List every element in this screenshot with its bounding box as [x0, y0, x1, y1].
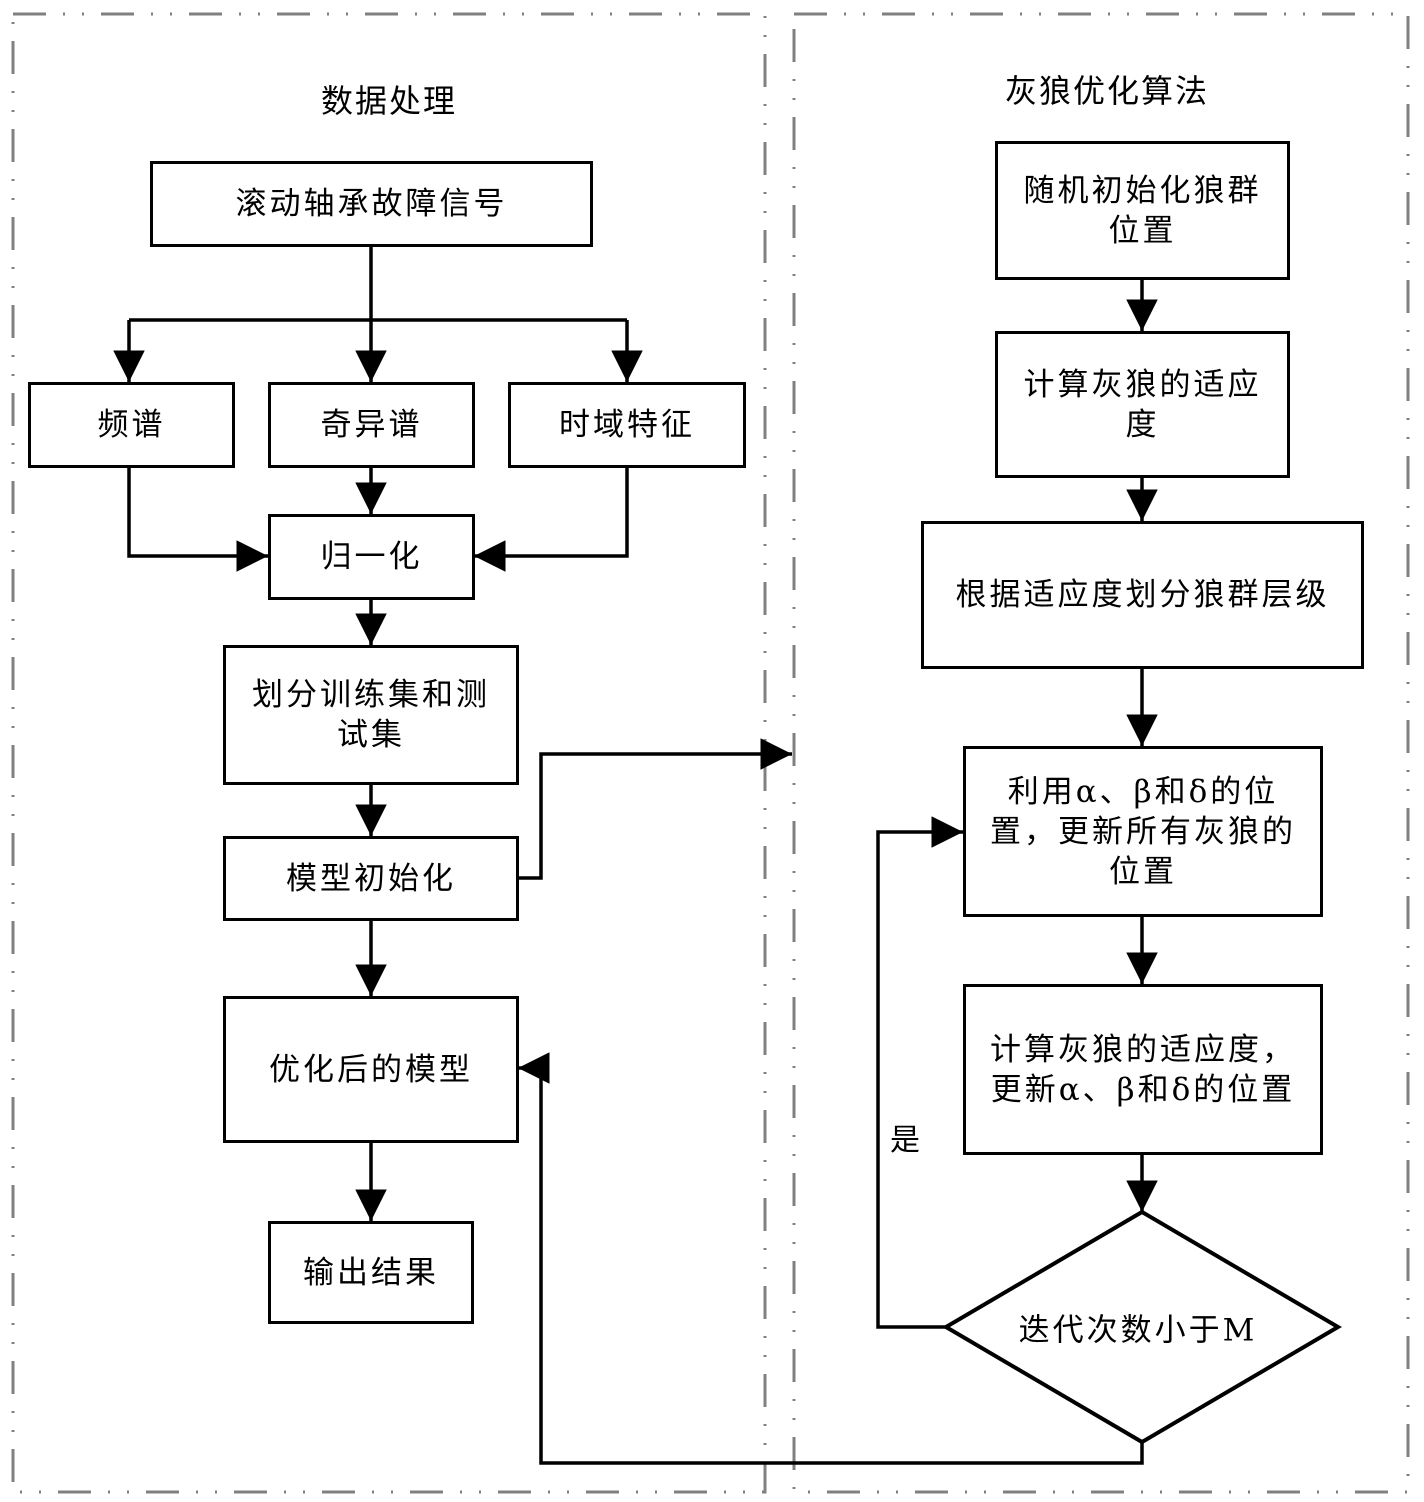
node-calc-fitness-label: 计算灰狼的适应度 — [1023, 366, 1262, 443]
right-panel-title: 灰狼优化算法 — [1004, 72, 1210, 110]
node-update-leaders[interactable]: 计算灰狼的适应度，更新α、β和δ的位置 — [963, 984, 1323, 1155]
node-split-dataset[interactable]: 划分训练集和测试集 — [223, 645, 519, 785]
node-calc-fitness[interactable]: 计算灰狼的适应度 — [995, 331, 1290, 478]
node-time-domain[interactable]: 时域特征 — [508, 382, 746, 468]
node-split-dataset-label: 划分训练集和测试集 — [252, 677, 490, 753]
node-spectrum[interactable]: 频谱 — [28, 382, 235, 468]
decision-iteration-check[interactable]: 迭代次数小于M — [1018, 1312, 1258, 1349]
node-fault-signal[interactable]: 滚动轴承故障信号 — [150, 161, 593, 247]
node-model-init-label: 模型初始化 — [286, 860, 456, 897]
node-time-domain-label: 时域特征 — [559, 407, 695, 443]
edge-no-to-optimized — [518, 1052, 1144, 1465]
decision-diamond-shape — [942, 1209, 1342, 1445]
node-optimized-model[interactable]: 优化后的模型 — [223, 996, 519, 1143]
node-model-init[interactable]: 模型初始化 — [223, 836, 519, 921]
node-rank-wolves-label: 根据适应度划分狼群层级 — [955, 577, 1330, 613]
node-init-wolves-label: 随机初始化狼群位置 — [1023, 172, 1262, 249]
node-output-result[interactable]: 输出结果 — [268, 1221, 474, 1324]
node-rank-wolves[interactable]: 根据适应度划分狼群层级 — [921, 521, 1364, 669]
edge-init-to-gwo — [518, 738, 792, 880]
node-normalize[interactable]: 归一化 — [268, 514, 475, 600]
node-optimized-model-label: 优化后的模型 — [269, 1051, 473, 1088]
node-update-positions-label: 利用α、β和δ的位置，更新所有灰狼的位置 — [990, 773, 1296, 890]
node-output-result-label: 输出结果 — [303, 1254, 439, 1291]
left-panel-title: 数据处理 — [320, 82, 458, 120]
node-singular-spectrum[interactable]: 奇异谱 — [268, 382, 475, 468]
node-init-wolves[interactable]: 随机初始化狼群位置 — [995, 141, 1290, 280]
edge-spectrum-normalize — [127, 467, 268, 572]
node-spectrum-label: 频谱 — [97, 407, 166, 443]
node-fault-signal-label: 滚动轴承故障信号 — [235, 186, 508, 222]
node-update-positions[interactable]: 利用α、β和δ的位置，更新所有灰狼的位置 — [963, 746, 1323, 917]
edge-yes-loop — [876, 816, 963, 1329]
left-panel-border — [11, 12, 767, 1494]
node-update-leaders-label: 计算灰狼的适应度，更新α、β和δ的位置 — [990, 1031, 1296, 1108]
edge-label-yes: 是 — [890, 1123, 920, 1158]
edge-timedomain-normalize — [474, 467, 629, 572]
node-singular-spectrum-label: 奇异谱 — [320, 407, 423, 443]
right-panel-border — [792, 12, 1410, 1494]
node-normalize-label: 归一化 — [320, 539, 423, 575]
